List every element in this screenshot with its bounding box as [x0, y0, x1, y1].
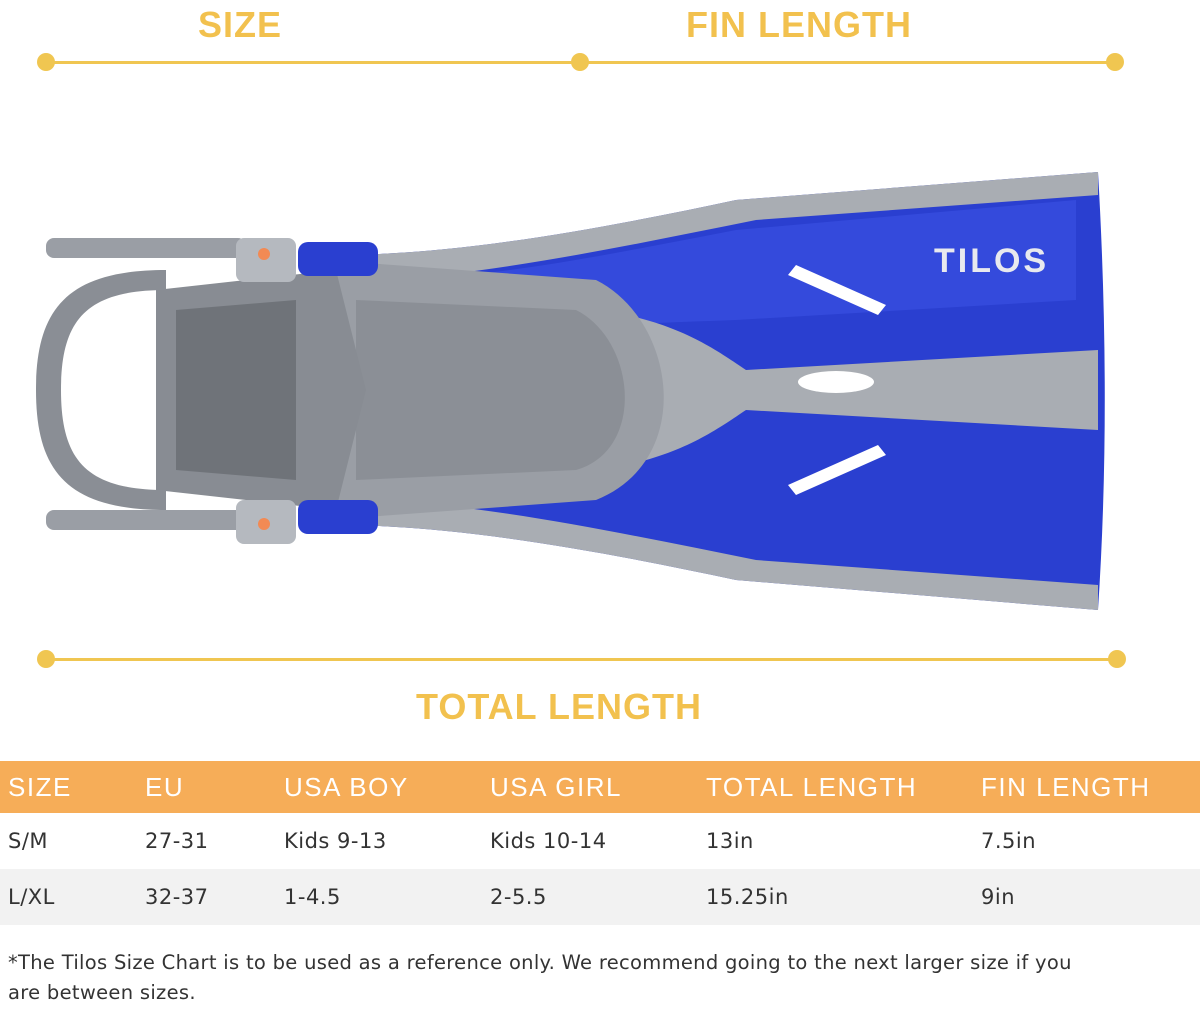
fin-vent-bottom: [788, 445, 886, 495]
table-cell: 9in: [973, 869, 1200, 925]
table-cell: Kids 10-14: [490, 829, 607, 853]
table-header-row: SIZE EU USA BOY USA GIRL TOTAL LENGTH FI…: [0, 761, 1200, 813]
size-label: SIZE: [198, 4, 283, 45]
fin-length-label: FIN LENGTH: [686, 4, 912, 45]
fin-vent-center: [798, 371, 874, 393]
total-length-dot-right: [1108, 650, 1126, 668]
fin-heel-strap: [36, 270, 166, 510]
total-length-label: TOTAL LENGTH: [416, 686, 702, 727]
table-row: S/M 27-31 Kids 9-13 Kids 10-14 13in 7.5i…: [0, 813, 1200, 869]
header-usa-girl: USA GIRL: [482, 761, 698, 813]
fin-rail-bottom: [336, 498, 1098, 610]
total-length-dimension-line: [45, 658, 1117, 661]
table-cell: 13in: [706, 829, 754, 853]
table-row: L/XL 32-37 1-4.5 2-5.5 15.25in 9in: [0, 869, 1200, 925]
table-cell: 32-37: [137, 869, 276, 925]
fin-strap-bottom: [46, 510, 246, 530]
fin-strap-top: [46, 238, 246, 258]
fin-buckle-top: [236, 238, 296, 282]
table-cell: 27-31: [145, 829, 209, 853]
fin-blue-clip-top: [298, 242, 378, 276]
table-cell: 15.25in: [698, 869, 973, 925]
total-length-dot-left: [37, 650, 55, 668]
footnote: *The Tilos Size Chart is to be used as a…: [8, 951, 1072, 1004]
brand-logo-text: TILOS: [934, 242, 1049, 280]
dimension-dot-middle: [571, 53, 589, 71]
table-cell: L/XL: [0, 869, 137, 925]
fin-vent-top: [788, 265, 886, 315]
dimension-dot-left: [37, 53, 55, 71]
header-fin-length: FIN LENGTH: [973, 761, 1200, 813]
fin-rail-top: [336, 172, 1098, 282]
fin-blue-clip-bottom: [298, 500, 378, 534]
table-cell: S/M: [8, 829, 49, 853]
size-dimension-line: [45, 61, 580, 64]
header-size: SIZE: [0, 761, 137, 813]
fin-foot-plate-inner: [356, 300, 625, 480]
fin-illustration: TILOS: [36, 172, 1105, 610]
header-usa-boy: USA BOY: [276, 761, 482, 813]
header-eu: EU: [137, 761, 276, 813]
dimension-dot-right: [1106, 53, 1124, 71]
fin-foot-pocket-opening: [176, 300, 296, 480]
fin-length-dimension-line: [580, 61, 1115, 64]
table-cell: 1-4.5: [276, 869, 482, 925]
table-cell: 7.5in: [981, 829, 1037, 853]
table-cell: Kids 9-13: [284, 829, 387, 853]
header-total-length: TOTAL LENGTH: [698, 761, 973, 813]
table-cell: 2-5.5: [482, 869, 698, 925]
size-chart-table: SIZE EU USA BOY USA GIRL TOTAL LENGTH FI…: [0, 761, 1200, 925]
